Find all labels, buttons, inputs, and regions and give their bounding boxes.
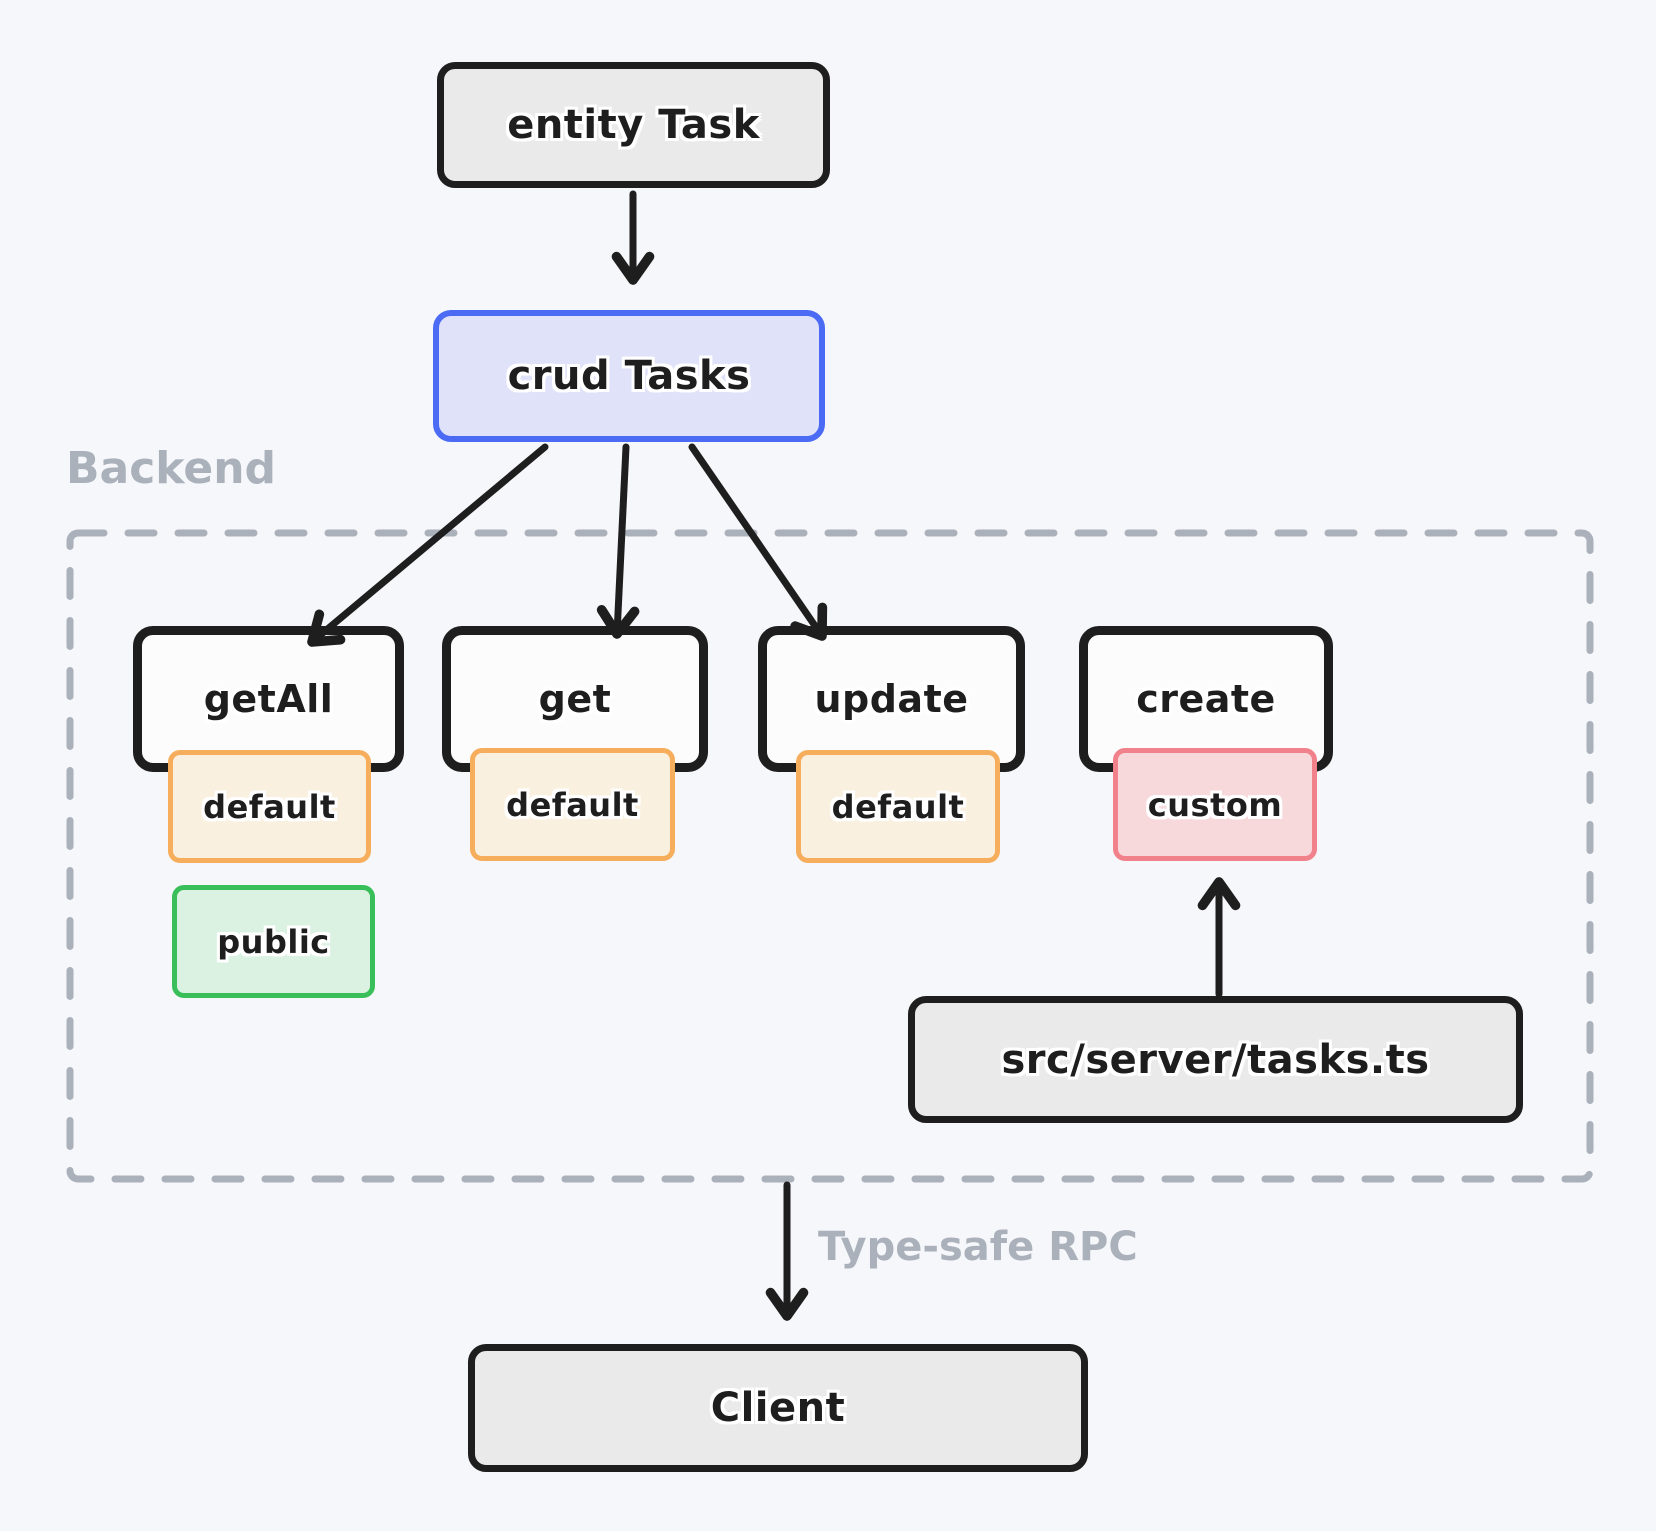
crud-tasks-label: crud Tasks <box>507 353 751 399</box>
node-client: Client <box>468 1344 1088 1472</box>
entity-task-label: entity Task <box>507 102 760 148</box>
node-crud-tasks: crud Tasks <box>433 310 825 442</box>
server-file-label: src/server/tasks.ts <box>1001 1036 1430 1083</box>
arrow-crud-to-update <box>688 443 828 641</box>
badge-get-default: default <box>470 748 675 861</box>
create-label: create <box>1136 677 1276 721</box>
backend-region-label: Backend <box>66 443 277 494</box>
badge-getall-default: default <box>168 750 371 863</box>
badge-update-default: default <box>796 750 1000 863</box>
badge-getall-public: public <box>172 885 375 998</box>
node-entity-task: entity Task <box>437 62 830 188</box>
update-label: update <box>814 677 969 721</box>
rpc-edge-label: Type-safe RPC <box>818 1224 1138 1270</box>
badge-create-custom-label: custom <box>1147 785 1283 824</box>
badge-update-default-label: default <box>831 787 965 826</box>
arrow-crud-to-getall <box>307 443 549 647</box>
badge-create-custom: custom <box>1113 748 1317 861</box>
badge-get-default-label: default <box>506 785 639 824</box>
getall-label: getAll <box>203 677 334 721</box>
arrow-crud-to-get <box>596 443 640 639</box>
node-server-file: src/server/tasks.ts <box>908 996 1523 1123</box>
badge-getall-public-label: public <box>217 922 330 961</box>
client-label: Client <box>710 1385 846 1431</box>
badge-getall-default-label: default <box>203 787 336 826</box>
get-label: get <box>538 677 612 721</box>
